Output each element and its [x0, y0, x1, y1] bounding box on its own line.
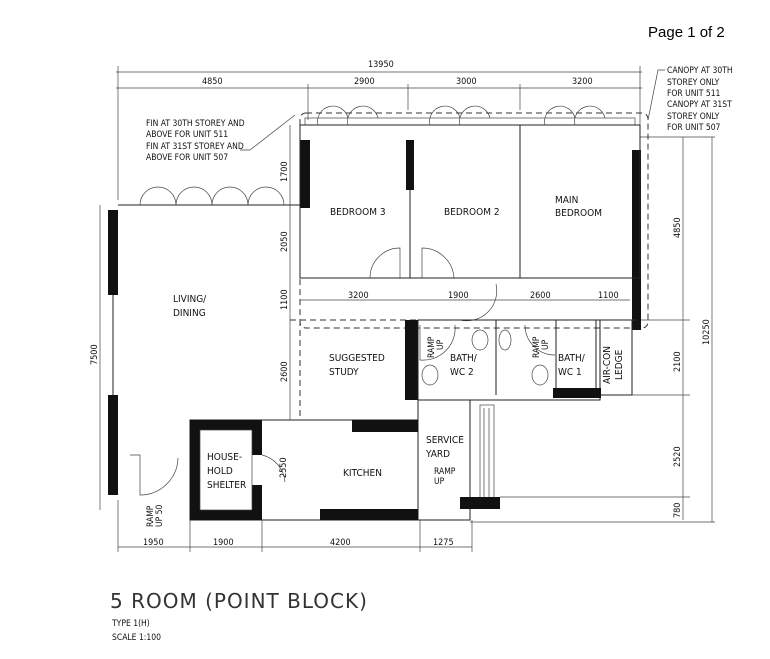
room-household-shelter: HOLD: [207, 466, 233, 477]
room-bath-2: BATH/: [450, 353, 478, 364]
room-labels: BEDROOM 3 BEDROOM 2 MAIN BEDROOM LIVING/…: [173, 195, 625, 491]
room-main-bedroom: MAIN: [555, 195, 578, 206]
title-block: 5 ROOM (POINT BLOCK) TYPE 1(H) SCALE 1:1…: [110, 589, 368, 643]
room-living-dining: DINING: [173, 308, 206, 319]
canopy-note: FOR UNIT 507: [667, 123, 721, 133]
room-bath-1: WC 1: [558, 367, 582, 378]
fin-note: FIN AT 31ST STOREY AND: [146, 142, 244, 152]
dim-top-2: 2900: [354, 77, 375, 87]
ramp-label: RAMP: [427, 336, 437, 358]
dim-right-1: 4850: [673, 217, 683, 238]
dim-top-1: 4850: [202, 77, 223, 87]
dim-inner-1: 1700: [280, 161, 290, 182]
room-main-bedroom: BEDROOM: [555, 208, 602, 219]
dim-top-4: 3200: [572, 77, 593, 87]
dim-mid-4: 1100: [598, 291, 619, 301]
dim-bottom-4: 1275: [433, 538, 454, 548]
canopy-note: STOREY ONLY: [667, 78, 720, 88]
plan-title: 5 ROOM (POINT BLOCK): [110, 589, 368, 613]
annotations: FIN AT 30TH STOREY AND ABOVE FOR UNIT 51…: [146, 66, 733, 527]
ramp-label: RAMP: [532, 336, 542, 358]
fin-note: ABOVE FOR UNIT 507: [146, 153, 228, 163]
ramp-label: RAMP: [434, 467, 456, 477]
dim-top-3: 3000: [456, 77, 477, 87]
ramp-label: UP: [541, 339, 551, 350]
room-service-yard: YARD: [425, 449, 450, 460]
room-aircon-ledge: AIR-CON: [602, 346, 613, 384]
room-household-shelter: HOUSE-: [207, 452, 242, 463]
room-bedroom-2: BEDROOM 2: [444, 207, 500, 218]
dim-bottom-1: 1950: [143, 538, 164, 548]
room-bath-2: WC 2: [450, 367, 474, 378]
dim-mid-2: 1900: [448, 291, 469, 301]
room-bath-1: BATH/: [558, 353, 586, 364]
room-household-shelter: SHELTER: [207, 480, 246, 491]
dim-right-2: 2100: [673, 351, 683, 372]
fin-note: FIN AT 30TH STOREY AND: [146, 119, 245, 129]
room-bedroom-3: BEDROOM 3: [330, 207, 386, 218]
plan-type: TYPE 1(H): [111, 619, 150, 629]
ramp-label: UP 50: [155, 504, 165, 527]
room-kitchen: KITCHEN: [343, 468, 382, 479]
dim-right-4: 780: [673, 503, 683, 518]
ramp-label: UP: [436, 339, 446, 350]
canopy-note: FOR UNIT 511: [667, 89, 721, 99]
ramp-label: UP: [434, 477, 445, 487]
dim-left-overall: 7500: [90, 344, 100, 365]
dim-mid-1: 3200: [348, 291, 369, 301]
dim-inner-2: 2050: [280, 231, 290, 252]
dim-inner-3: 1100: [280, 289, 290, 310]
plan-scale: SCALE 1:100: [112, 633, 161, 643]
dim-bottom-2: 1900: [213, 538, 234, 548]
canopy-note: STOREY ONLY: [667, 112, 720, 122]
room-study: STUDY: [329, 367, 359, 378]
walls: [108, 105, 649, 521]
fin-note: ABOVE FOR UNIT 511: [146, 130, 228, 140]
dim-mid-3: 2600: [530, 291, 551, 301]
dim-right-overall: 10250: [702, 319, 712, 345]
page-indicator: Page 1 of 2: [648, 24, 725, 41]
dimension-labels: 13950 4850 2900 3000 3200 3200 1900 2600…: [90, 60, 712, 548]
dim-overall-width: 13950: [368, 60, 394, 70]
room-study: SUGGESTED: [329, 353, 385, 364]
dim-inner-4: 2600: [280, 361, 290, 382]
ramp-label: RAMP: [146, 505, 156, 527]
room-aircon-ledge: LEDGE: [614, 349, 625, 380]
canopy-note: CANOPY AT 31ST: [667, 100, 732, 110]
dimension-lines: [99, 66, 715, 552]
dim-bottom-3: 4200: [330, 538, 351, 548]
dim-inner-5: 2550: [279, 457, 289, 478]
room-service-yard: SERVICE: [426, 435, 464, 446]
dim-right-3: 2520: [673, 446, 683, 467]
room-living-dining: LIVING/: [173, 294, 207, 305]
canopy-note: CANOPY AT 30TH: [667, 66, 733, 76]
